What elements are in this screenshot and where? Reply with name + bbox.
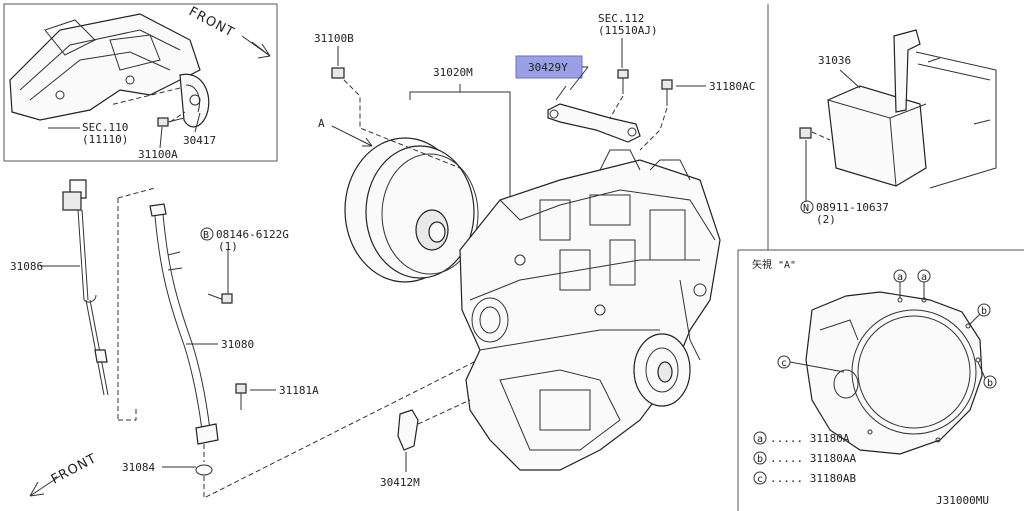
legend-a-mark: a [757, 434, 763, 445]
label-31180ac[interactable]: 31180AC [709, 80, 755, 93]
label-08146[interactable]: 08146-6122G [216, 228, 289, 241]
bolt-sec112-drawing [617, 69, 629, 94]
front-arrow-top: FRONT [186, 4, 237, 40]
front-arrow-bottom-icon [29, 475, 61, 497]
label-arrow-a: A [318, 117, 325, 130]
transmission-body-drawing [459, 149, 721, 471]
legend-a-icon [753, 431, 767, 445]
legend-c-text: ..... 31180AB [770, 472, 856, 485]
dipstick-31086-drawing [62, 179, 109, 396]
front-arrow-bottom: FRONT [49, 451, 100, 487]
o-ring-31084-drawing [195, 464, 213, 476]
arrow-a-icon [331, 125, 373, 147]
label-31036[interactable]: 31036 [818, 54, 851, 67]
label-31084[interactable]: 31084 [122, 461, 155, 474]
nut-08911-drawing [799, 127, 812, 139]
callout-a1: a [897, 272, 903, 283]
label-31086[interactable]: 31086 [10, 260, 43, 273]
nut-31100b-drawing [331, 67, 345, 79]
bolt-08146-drawing [207, 250, 233, 304]
view-a-legend: a ..... 31180A b ..... 31180AA c ..... 3… [753, 431, 856, 485]
label-31020m[interactable]: 31020M [433, 66, 473, 79]
bolt-31180ac-drawing [661, 79, 673, 106]
control-unit-31036-drawing [827, 29, 997, 189]
oil-tube-31080-drawing [149, 203, 219, 445]
label-31080[interactable]: 31080 [221, 338, 254, 351]
label-sec112-sub: (11510AJ) [598, 24, 658, 37]
legend-b-mark: b [757, 454, 763, 465]
label-front-top: FRONT [186, 4, 237, 40]
label-30412m[interactable]: 30412M [380, 476, 420, 489]
label-front-bottom: FRONT [49, 451, 100, 487]
label-circle-b: B [203, 230, 209, 241]
torque-converter-31020m-drawing [344, 137, 479, 283]
legend-b-text: ..... 31180AA [770, 452, 856, 465]
label-08911[interactable]: 08911-10637 [816, 201, 889, 214]
legend-b-icon [753, 451, 767, 465]
legend-c-icon [753, 471, 767, 485]
circle-b-icon [200, 227, 214, 241]
view-a-housing-drawing [805, 291, 983, 455]
inset-top-left-frame [3, 3, 278, 162]
label-31100a[interactable]: 31100A [138, 148, 178, 161]
label-sec110-sub: (11110) [82, 133, 128, 146]
bolt-31181a-drawing [235, 383, 247, 410]
label-08911-qty: (2) [816, 213, 836, 226]
callout-b2: b [987, 378, 993, 389]
label-sec112[interactable]: SEC.112 [598, 12, 644, 25]
label-30417[interactable]: 30417 [183, 134, 216, 147]
clip-30412m-drawing [397, 409, 419, 451]
circle-n-icon [800, 200, 814, 214]
callout-a2: a [921, 272, 927, 283]
callout-b1: b [981, 306, 987, 317]
label-08146-qty: (1) [218, 240, 238, 253]
legend-c-mark: c [757, 474, 763, 485]
view-a-frame [737, 249, 1024, 511]
label-31181a[interactable]: 31181A [279, 384, 319, 397]
bolt-31100a-drawing [157, 117, 185, 127]
callout-b1-icon [977, 303, 991, 317]
label-30429y[interactable]: 30429Y [528, 61, 568, 74]
diagram-id: J31000MU [936, 494, 989, 507]
label-circle-n: N [803, 203, 809, 214]
view-a-title: 矢視 "A" [752, 258, 796, 271]
legend-a-text: ..... 31180A [770, 432, 850, 445]
mount-bracket-drawing [9, 13, 210, 128]
callout-c: c [781, 358, 787, 369]
bracket-30429y-drawing [547, 85, 641, 143]
label-sec110[interactable]: SEC.110 [82, 121, 128, 134]
label-31100b[interactable]: 31100B [314, 32, 354, 45]
callout-b2-icon [983, 375, 997, 389]
